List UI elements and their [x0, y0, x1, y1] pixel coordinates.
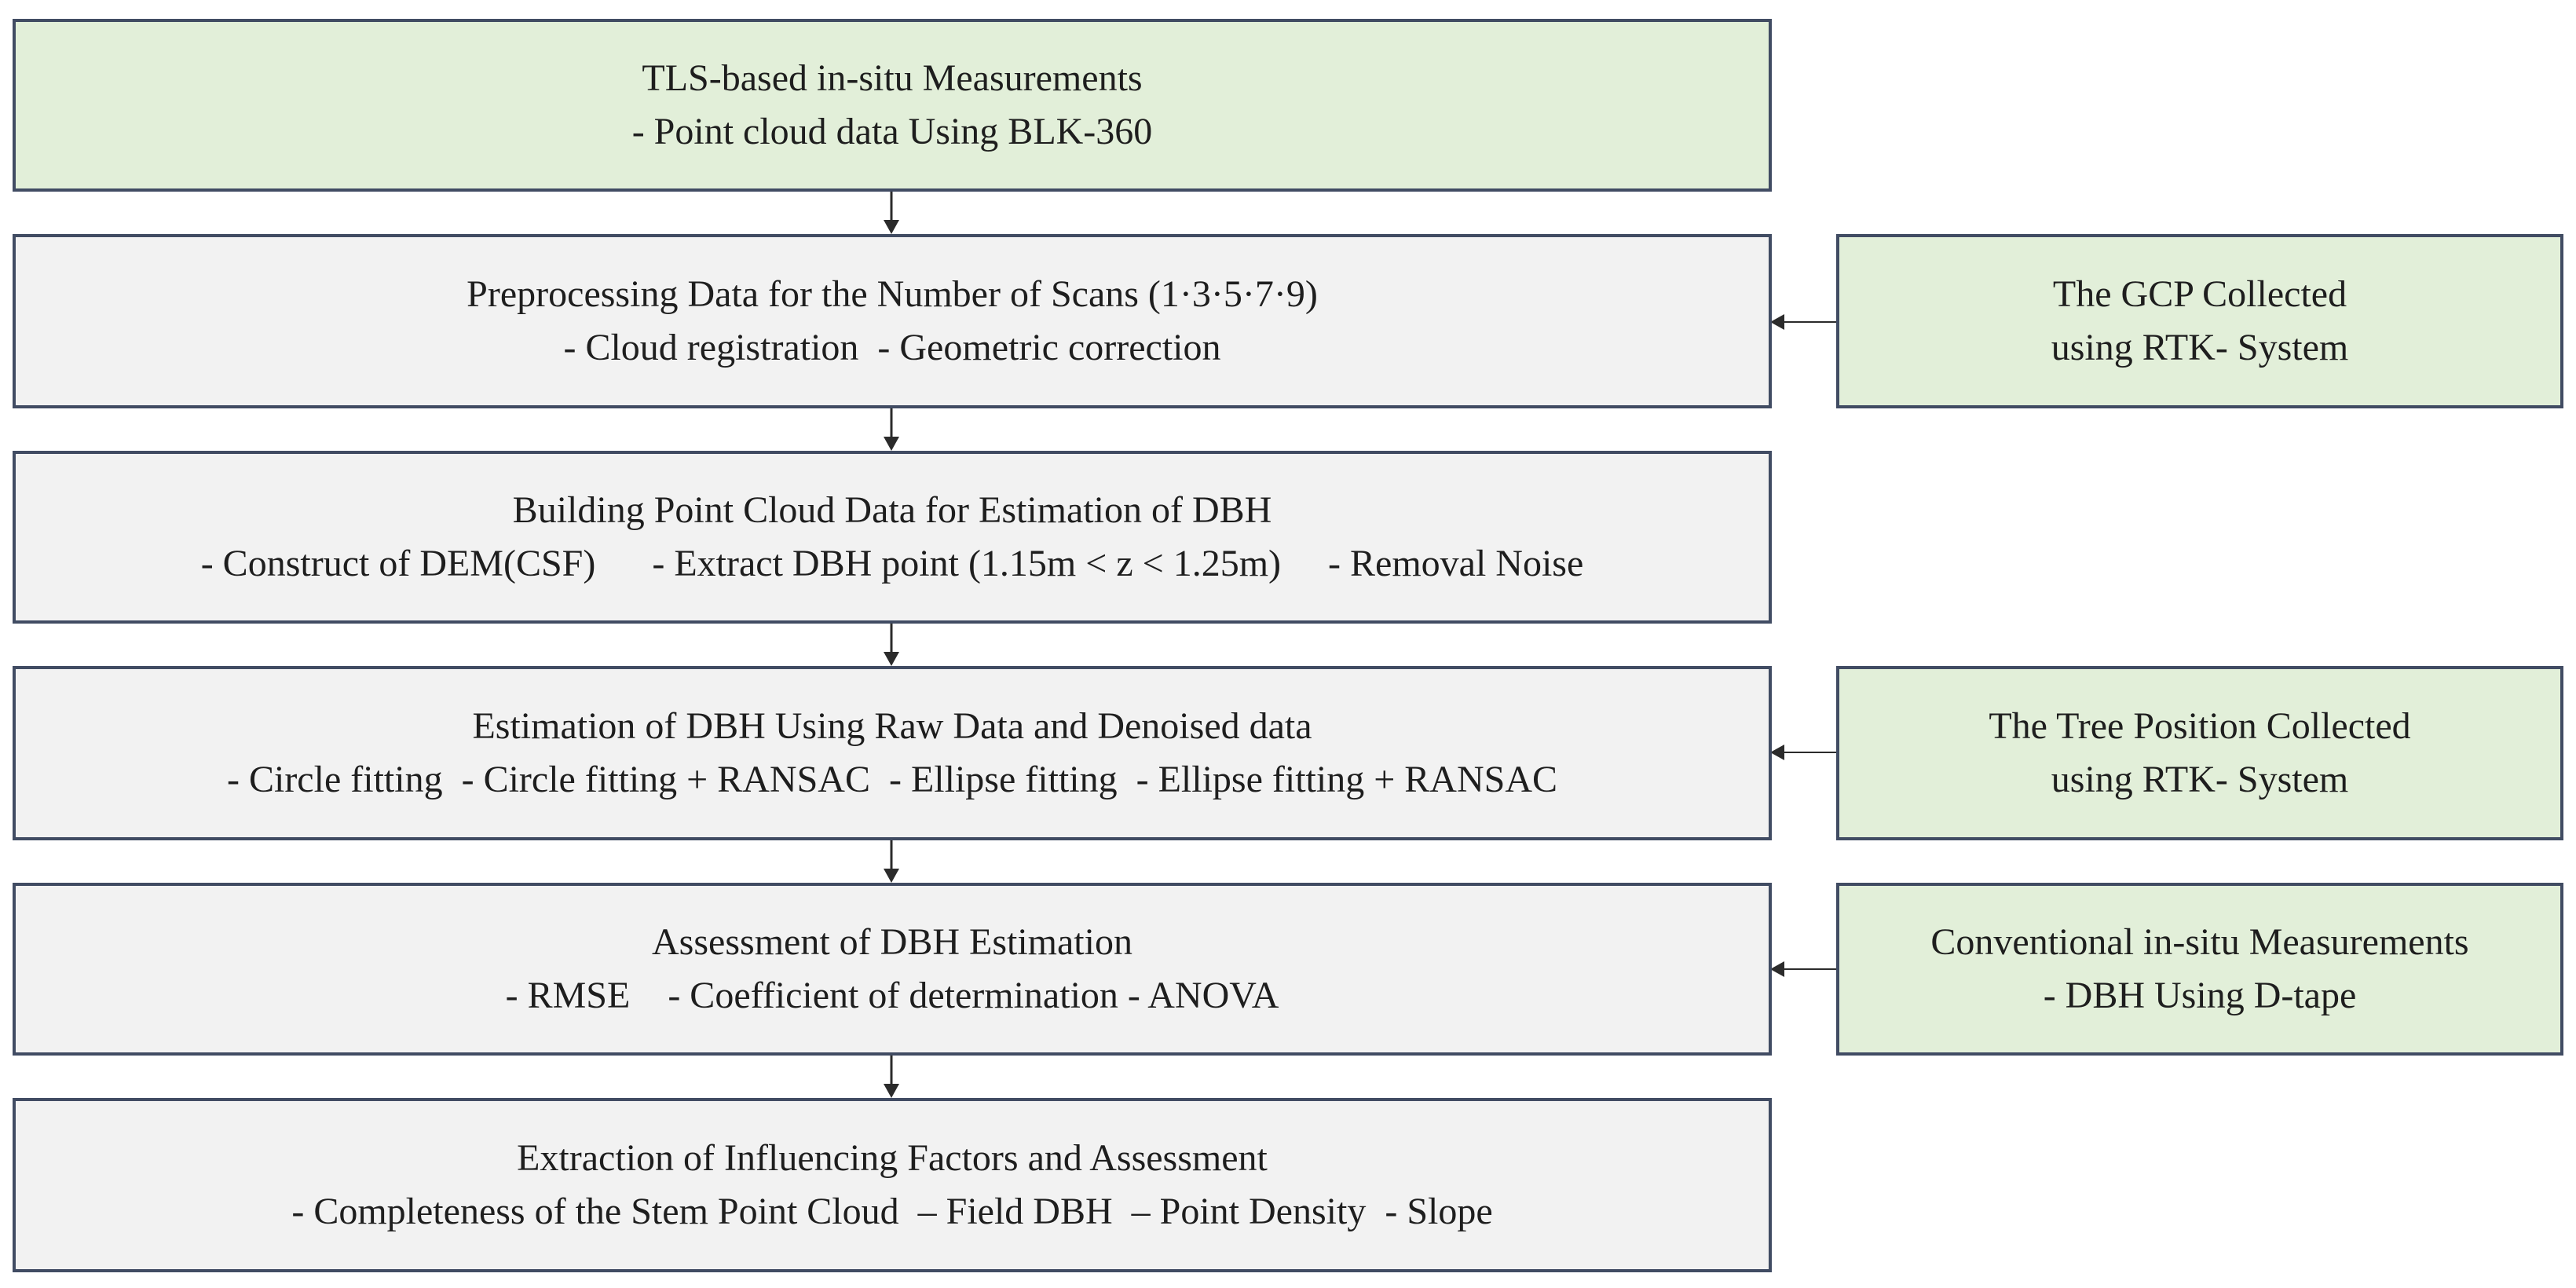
step-detail: - Cloud registration - Geometric correct… [563, 327, 1221, 368]
step-title: Estimation of DBH Using Raw Data and Den… [472, 705, 1312, 747]
step-detail: - RMSE - Coefficient of determination - … [505, 975, 1279, 1016]
left-arrow-tree-position-to-estimation [1770, 745, 1836, 760]
step-detail: - Point cloud data Using BLK-360 [631, 111, 1153, 152]
step-title: Building Point Cloud Data for Estimation… [512, 489, 1272, 531]
step-assessment: Assessment of DBH Estimation - RMSE - Co… [13, 883, 1772, 1056]
step-building-point-cloud: Building Point Cloud Data for Estimation… [13, 451, 1772, 624]
step-title: Extraction of Influencing Factors and As… [517, 1137, 1268, 1179]
input-line-1: The GCP Collected [2052, 273, 2347, 315]
input-line-1: Conventional in-situ Measurements [1930, 921, 2469, 963]
input-line-2: using RTK- System [2051, 759, 2349, 800]
input-line-2: - DBH Using D-tape [2043, 975, 2357, 1016]
step-influencing-factors: Extraction of Influencing Factors and As… [13, 1098, 1772, 1272]
down-arrow-5-to-6 [884, 1056, 899, 1098]
input-tree-position: The Tree Position Collected using RTK- S… [1836, 666, 2563, 840]
step-title: TLS-based in-situ Measurements [642, 57, 1143, 99]
step-title: Assessment of DBH Estimation [652, 921, 1132, 963]
input-line-1: The Tree Position Collected [1989, 705, 2411, 747]
down-arrow-4-to-5 [884, 840, 899, 883]
input-gcp-collected: The GCP Collected using RTK- System [1836, 234, 2563, 408]
input-line-2: using RTK- System [2051, 327, 2349, 368]
left-arrow-insitu-to-assessment [1770, 961, 1836, 977]
step-title: Preprocessing Data for the Number of Sca… [467, 273, 1318, 315]
step-detail: - Circle fitting - Circle fitting + RANS… [226, 759, 1557, 800]
left-arrow-gcp-to-preprocessing [1770, 314, 1836, 330]
step-dbh-estimation: Estimation of DBH Using Raw Data and Den… [13, 666, 1772, 840]
step-preprocessing: Preprocessing Data for the Number of Sca… [13, 234, 1772, 408]
down-arrow-2-to-3 [884, 408, 899, 451]
step-detail: - Construct of DEM(CSF) - Extract DBH po… [200, 543, 1584, 584]
step-detail: - Completeness of the Stem Point Cloud –… [291, 1191, 1493, 1232]
down-arrow-3-to-4 [884, 624, 899, 666]
down-arrow-1-to-2 [884, 192, 899, 234]
step-tls-measurements: TLS-based in-situ Measurements - Point c… [13, 19, 1772, 192]
input-conventional-measurements: Conventional in-situ Measurements - DBH … [1836, 883, 2563, 1056]
